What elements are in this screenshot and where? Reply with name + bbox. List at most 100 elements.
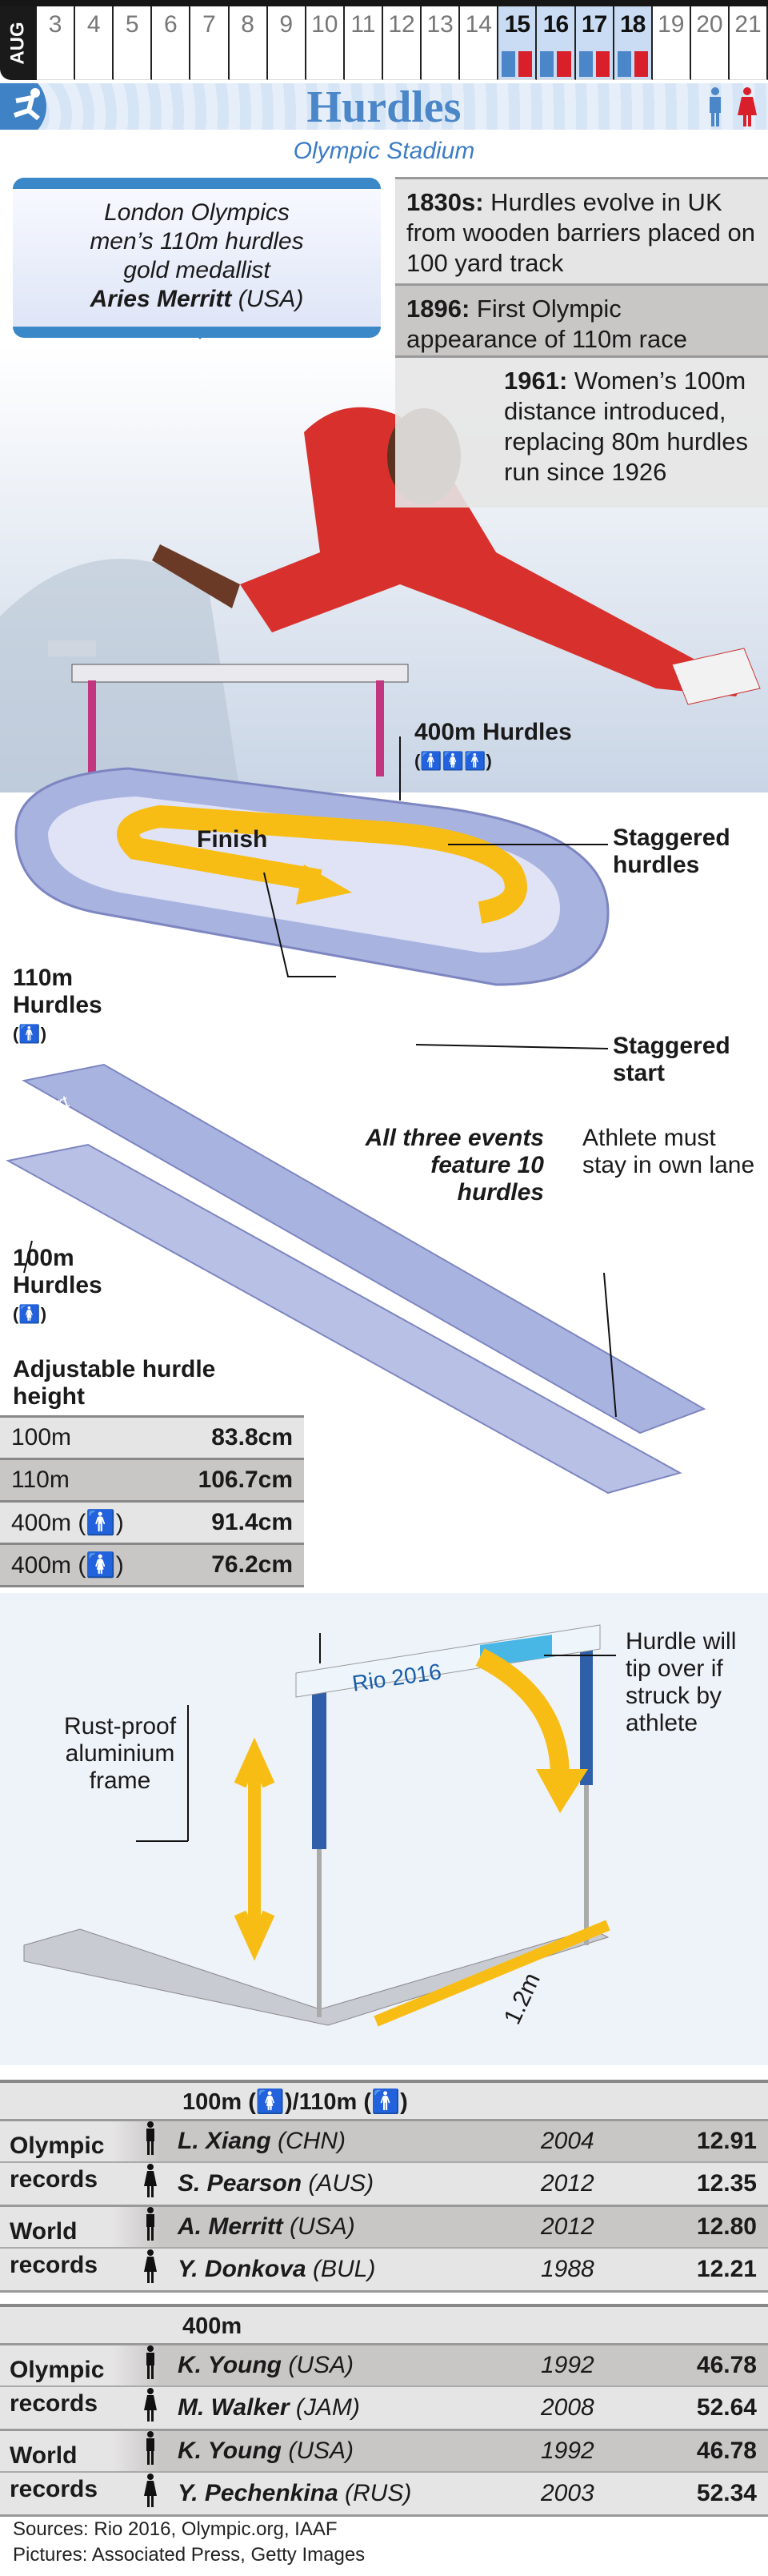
date-cell: 4 [75, 6, 114, 80]
title-banner: Hurdles [0, 83, 768, 130]
event: 100m [11, 1424, 72, 1451]
date-cell: 13 [422, 6, 461, 80]
record-year: 2004 [541, 2128, 594, 2154]
athlete-country: (USA) [288, 2438, 354, 2464]
athlete-country: (USA) [288, 2352, 354, 2378]
record-year: 1992 [541, 2438, 594, 2464]
record-group-label: Olympic records [10, 2357, 105, 2417]
woman-icon [144, 2474, 157, 2507]
woman-icon [144, 2164, 157, 2197]
hurdle-upright [580, 1649, 593, 1785]
date-number: 10 [311, 11, 338, 38]
height-value: 76.2cm [211, 1551, 293, 1578]
date-number: 21 [734, 11, 762, 38]
event-markers [617, 51, 648, 77]
athlete-country: (BUL) [312, 2256, 376, 2282]
gender-icons: (🚹🚺🚹) [414, 751, 492, 771]
women-event-marker [557, 51, 571, 77]
record-time: 12.35 [696, 2170, 757, 2197]
date-cell: 15 [498, 6, 538, 80]
men-women-icon [710, 87, 757, 126]
ten-hurdles-note: All three events feature 10 hurdles [365, 1125, 544, 1206]
date-number: 15 [504, 11, 530, 38]
man-icon [146, 2207, 154, 2241]
height-value: 91.4cm [211, 1509, 293, 1535]
height-row: 110m 106.7cm [0, 1460, 304, 1503]
record-time: 46.78 [696, 2352, 757, 2378]
records-table-title: 100m (🚺)/110m (🚹) [0, 2083, 768, 2121]
400m-hurdles-label: 400m Hurdles(🚹🚺🚹) [414, 719, 572, 775]
tip-label: Hurdle will tip over if struck by athlet… [626, 1628, 737, 1736]
event: 110m [11, 1467, 70, 1493]
men-event-marker [540, 51, 554, 77]
tip-arrow [475, 1648, 570, 1778]
date-cell: 10 [306, 6, 345, 80]
athletics-pictogram-icon [0, 83, 46, 130]
100m-straight-track [6, 1143, 682, 1495]
gender-icon: (🚺) [13, 1304, 47, 1324]
hurdle-upright [312, 1681, 326, 1849]
fact-text: Hurdles evolve in UK from wooden barrier… [406, 188, 755, 277]
fact-1896: 1896: First Olympic appearance of 110m r… [395, 283, 768, 355]
date-cell: 19 [652, 6, 691, 80]
event-markers [502, 51, 533, 77]
venue-label: Olympic Stadium [293, 138, 475, 164]
event-markers [540, 51, 571, 77]
men-event-marker [617, 51, 631, 77]
hurdle-bar [71, 664, 409, 683]
athlete-name: K. Young [178, 2352, 282, 2378]
fact-year: 1961: [504, 367, 568, 395]
date-cell: 12 [382, 6, 422, 80]
date-number: 4 [86, 11, 101, 38]
picture-credits: Pictures: Associated Press, Getty Images [13, 2544, 366, 2566]
gender-icon [136, 2121, 165, 2162]
sources: Sources: Rio 2016, Olympic.org, IAAF [13, 2518, 338, 2540]
athlete-name: S. Pearson [178, 2170, 302, 2197]
date-number: 9 [279, 11, 294, 38]
records-table-title: 400m [0, 2307, 768, 2345]
fact-year: 1896: [406, 295, 470, 323]
woman-icon [144, 2249, 157, 2283]
hurdle-height-title: Adjustable hurdle height [13, 1356, 216, 1410]
date-number: 7 [202, 11, 216, 38]
record-year: 2012 [541, 2170, 594, 2197]
gender-icon [136, 2206, 165, 2248]
record-time: 52.64 [696, 2394, 757, 2421]
men-event-marker [502, 51, 516, 77]
date-cell: 16 [537, 6, 576, 80]
date-number: 20 [696, 11, 723, 38]
height-row: 400m (🚹)91.4cm [0, 1503, 304, 1545]
medallist-callout: London Olympics men’s 110m hurdles gold … [13, 178, 381, 339]
date-number: 17 [581, 11, 607, 38]
height-row: 400m (🚺) 76.2cm [0, 1545, 304, 1587]
width-arrow [374, 1920, 610, 2027]
fact-text: First Olympic appearance of 110m race [406, 295, 687, 353]
frame-label: Rust-proof aluminium frame [63, 1713, 177, 1794]
women-event-marker [595, 51, 610, 77]
athlete-country: (CHN) [278, 2128, 346, 2154]
record-time: 12.91 [696, 2128, 757, 2154]
gender-icon [136, 2163, 165, 2205]
event: 400m (🚺) [11, 1551, 124, 1579]
record-year: 1992 [541, 2352, 594, 2378]
callout-line: gold medallist [123, 257, 270, 283]
date-number: 5 [125, 11, 139, 38]
page-title: Hurdles [306, 82, 462, 132]
woman-icon [144, 2388, 157, 2422]
100m-hurdles-label: 100m Hurdles (🚺) [13, 1245, 133, 1328]
height-value: 106.7cm [198, 1467, 293, 1493]
athlete: Y. Pechenkina (RUS) [165, 2480, 541, 2507]
label-text: 100m Hurdles [13, 1245, 102, 1298]
month-label: AUG [0, 6, 37, 80]
track-diagram [6, 736, 706, 1495]
date-number: 11 [350, 11, 376, 38]
record-time: 46.78 [696, 2438, 757, 2464]
date-number: 3 [48, 11, 62, 38]
